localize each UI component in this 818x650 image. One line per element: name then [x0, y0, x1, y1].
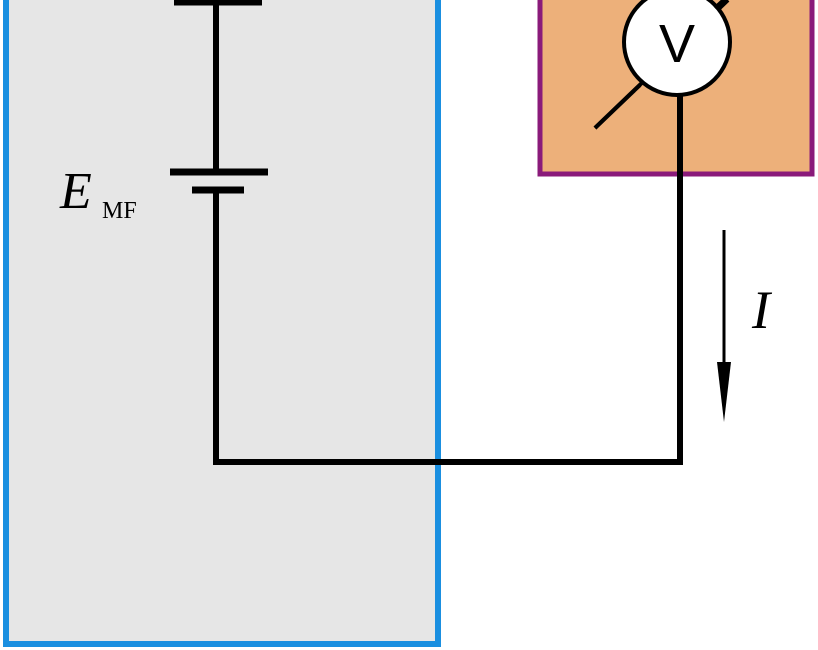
voltmeter-needle-upper	[713, 0, 727, 10]
current-label: I	[751, 280, 773, 340]
emf-subscript: MF	[102, 198, 137, 224]
current-arrow-head	[717, 362, 731, 422]
wire-path	[213, 0, 683, 465]
battery-emf-icon	[170, 168, 268, 194]
voltmeter-label: V	[659, 14, 695, 74]
left-region	[3, 0, 441, 647]
arrow-down-icon	[717, 230, 731, 422]
voltmeter-icon: V	[593, 0, 732, 130]
voltmeter-needle-lower	[593, 83, 642, 130]
emf-label: E	[59, 163, 92, 220]
voltmeter-face	[622, 0, 732, 97]
